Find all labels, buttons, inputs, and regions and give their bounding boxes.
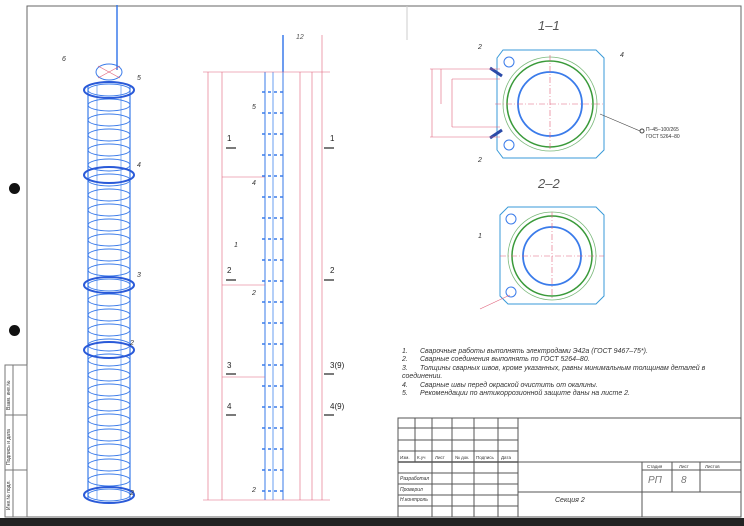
section-mark-3-left: 3 (227, 361, 232, 370)
note-item: 5.Рекомендации по антикоррозионной защит… (402, 390, 630, 398)
item-label-12: 12 (296, 34, 304, 41)
tb-header-signature: Подпись (476, 455, 494, 460)
cage-ring (87, 458, 131, 472)
item-label-2: 2 (130, 490, 134, 497)
cage-ring (87, 353, 131, 367)
side-stamp-inv: Инв.№ подл. (6, 480, 12, 510)
section-mark-2-left: 2 (227, 266, 232, 275)
cage-ring (87, 113, 131, 127)
item-label-11: 1 (478, 233, 482, 240)
title-block-lines (397, 417, 742, 518)
tb-header-kuch: К.уч (417, 455, 426, 460)
isometric-column-view (83, 5, 135, 504)
top-cap (95, 63, 123, 81)
flange-ring (83, 341, 135, 359)
side-stamp-replace: Взам. инв.№ (6, 380, 12, 410)
section-title-1-1: 1–1 (538, 18, 560, 33)
side-stamp-frame (4, 364, 28, 518)
cage-ring (87, 368, 131, 382)
tb-header-date: Дата (501, 455, 511, 460)
tb-sheets-label: Листов (705, 464, 720, 469)
item-label-5: 5 (252, 104, 256, 111)
elevation-view (203, 35, 334, 501)
section-1-1-view (430, 49, 645, 159)
flange-ring (83, 81, 135, 99)
note-item: 3.Толщины сварных швов, кроме указанных,… (402, 364, 706, 381)
tb-stage-value: РП (648, 475, 662, 486)
cage-ring (87, 128, 131, 142)
tb-header-list: Лист (435, 455, 445, 460)
cage-ring (87, 428, 131, 442)
tb-header-izm: Изм. (400, 455, 410, 460)
cage-ring (87, 143, 131, 157)
item-label-2: 2 (130, 340, 134, 347)
cage-ring (87, 203, 131, 217)
cage-ring (87, 278, 131, 292)
cage-ring (87, 188, 131, 202)
general-notes: 1.Сварочные работы выполнять электродами… (402, 348, 744, 398)
tb-role-normcontrol: Н.контроль (400, 497, 428, 503)
item-label-2: 2 (252, 487, 256, 494)
section-mark-4-right: 4(9) (330, 402, 345, 411)
cage-ring (87, 263, 131, 277)
item-label-1: 1 (234, 242, 238, 249)
flange-ring (83, 486, 135, 504)
note-item: 1.Сварочные работы выполнять электродами… (402, 348, 648, 355)
cage-ring (87, 83, 131, 97)
punch-hole (9, 183, 20, 194)
cage-ring (87, 233, 131, 247)
tb-role-checked: Проверил (400, 487, 423, 493)
cage-ring (87, 158, 131, 172)
section-cut-marks (226, 147, 334, 416)
note-item: 2.Сварные соединения выполнять по ГОСТ 5… (402, 356, 590, 364)
cage-ring (87, 308, 131, 322)
item-label-3: 3 (137, 272, 141, 279)
item-label-4: 4 (620, 52, 624, 59)
cage-ring (87, 383, 131, 397)
cage-ring (87, 443, 131, 457)
section-title-2-2: 2–2 (538, 176, 560, 191)
cage-ring (87, 218, 131, 232)
cage-ring (87, 248, 131, 262)
item-label-5: 5 (137, 75, 141, 82)
item-label-4: 4 (137, 162, 141, 169)
item-label-2: 2 (478, 157, 482, 164)
cage-ring (87, 293, 131, 307)
flange-ring (83, 166, 135, 184)
item-label-2: 2 (252, 290, 256, 297)
section-mark-2-right: 2 (330, 266, 335, 275)
cage-ring (87, 488, 131, 502)
section-2-2-view (479, 206, 605, 310)
tb-sheet-label: Лист (679, 464, 689, 469)
cage-ring (87, 323, 131, 337)
dimension-lines (203, 35, 330, 501)
tb-header-ndoc: № док. (455, 455, 470, 460)
punch-hole (9, 325, 20, 336)
note-item: 4.Сварные швы перед окраской очистить от… (402, 381, 598, 389)
tb-role-developed: Разработал (400, 476, 430, 482)
cage-ring (87, 473, 131, 487)
flange-ring (83, 276, 135, 294)
tb-sheet-value: 8 (681, 475, 687, 486)
cage-ring (87, 413, 131, 427)
cage-ring (87, 98, 131, 112)
cage-ring (87, 398, 131, 412)
section-mark-4-left: 4 (227, 402, 232, 411)
weld-callout-line1: П–45–100/265 (646, 127, 679, 133)
scan-edge (0, 518, 744, 526)
section-mark-1-left: 1 (227, 134, 232, 143)
item-label-2: 2 (478, 44, 482, 51)
side-stamp-signature: Подпись и дата (6, 429, 12, 465)
tb-stage-label: Стадия (647, 464, 663, 469)
cage-ring (87, 173, 131, 187)
cage-ring (87, 338, 131, 352)
drawing-frame (26, 5, 742, 518)
section-mark-3-right: 3(9) (330, 361, 345, 370)
tb-drawing-name: Секция 2 (555, 497, 585, 504)
section-mark-1-right: 1 (330, 134, 335, 143)
weld-callout-line2: ГОСТ 5264–80 (646, 134, 680, 140)
item-label-6: 6 (62, 56, 66, 63)
item-label-4: 4 (252, 180, 256, 187)
